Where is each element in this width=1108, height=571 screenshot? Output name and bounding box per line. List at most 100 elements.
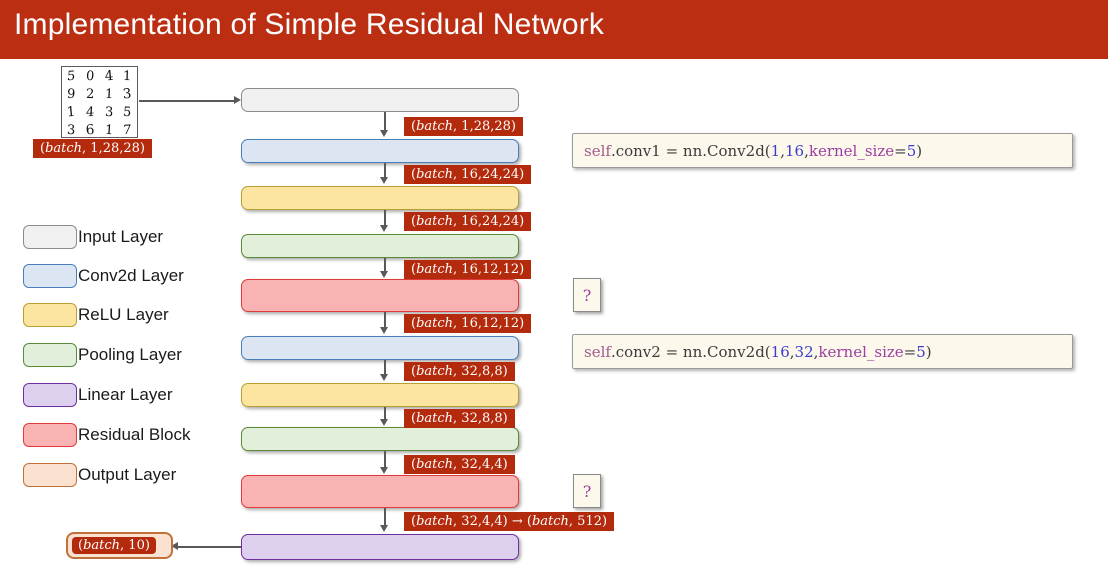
code-token-self: self	[584, 342, 611, 361]
flow-arrow-head	[380, 467, 388, 474]
flow-arrow-head	[380, 374, 388, 381]
shape-tag-text: (batch, 1,28,28)	[411, 119, 516, 134]
code-token-arg2: 32	[794, 342, 814, 361]
output-layer-pill[interactable]: (batch, 10)	[66, 532, 173, 559]
output-shape-text: (batch, 10)	[78, 538, 150, 553]
code-box-conv2[interactable]: self .conv2 = nn.Conv2d( 16 , 32 , kerne…	[572, 334, 1073, 369]
shape-tag-text: (batch, 32,8,8)	[411, 411, 508, 426]
flow-block-relu-1[interactable]	[241, 186, 519, 210]
code-token-close: )	[925, 342, 932, 361]
flow-block-residual-2[interactable]	[241, 475, 519, 508]
flow-block-residual-1[interactable]	[241, 279, 519, 312]
code-token-kwval: 5	[916, 342, 926, 361]
input-shape-tag: (batch, 1,28,28)	[33, 139, 152, 158]
shape-tag-3: (batch, 16,12,12)	[404, 260, 532, 279]
code-token-equals: =	[903, 342, 917, 361]
shape-tag-1: (batch, 16,24,24)	[404, 165, 532, 184]
output-shape-tag: (batch, 10)	[72, 537, 156, 554]
shape-tag-2: (batch, 16,24,24)	[404, 212, 532, 231]
code-token-arg2: 16	[784, 141, 805, 160]
legend-swatch-pooling-layer	[23, 343, 77, 367]
question-mark-label: ?	[582, 285, 592, 305]
code-token-self: self	[584, 141, 611, 160]
code-token-sep1: ,	[780, 141, 785, 160]
shape-tag-text: (batch, 32,4,4)	[411, 457, 508, 472]
output-connector-line	[177, 546, 241, 548]
code-token-sep1: ,	[789, 342, 795, 361]
code-token-sep2: ,	[813, 342, 819, 361]
question-box-residual-1[interactable]: ?	[573, 278, 601, 312]
legend-label-output-layer: Output Layer	[78, 465, 177, 484]
shape-tag-text: (batch, 16,12,12)	[411, 262, 525, 277]
code-token-assign: .conv1 = nn.Conv2d(	[610, 141, 771, 160]
input-connector-arrowhead	[234, 96, 241, 104]
code-box-conv1[interactable]: self .conv1 = nn.Conv2d( 1 , 16 , kernel…	[572, 133, 1073, 168]
flow-block-relu-2[interactable]	[241, 383, 519, 407]
legend-label-linear-layer: Linear Layer	[78, 385, 173, 404]
legend-swatch-input-layer	[23, 225, 77, 249]
shape-tag-5: (batch, 32,8,8)	[404, 362, 515, 381]
question-box-residual-2[interactable]: ?	[573, 474, 601, 508]
legend-label-pooling-layer: Pooling Layer	[78, 345, 182, 364]
shape-tag-text: (batch, 32,4,4) → (batch, 512)	[411, 514, 608, 529]
title-bar: Implementation of Simple Residual Networ…	[0, 0, 1108, 59]
legend-swatch-residual-block	[23, 423, 77, 447]
flow-arrow-head	[380, 271, 388, 278]
shape-tag-text: (batch, 16,24,24)	[411, 214, 525, 229]
code-token-arg1: 16	[770, 342, 790, 361]
page-title: Implementation of Simple Residual Networ…	[14, 8, 605, 41]
flow-block-linear[interactable]	[241, 534, 519, 560]
legend-swatch-linear-layer	[23, 383, 77, 407]
flow-arrow-line	[384, 312, 386, 328]
flow-arrow-head	[380, 225, 388, 232]
code-token-close: )	[916, 141, 923, 160]
shape-tag-6: (batch, 32,8,8)	[404, 409, 515, 428]
flow-block-conv2d-2[interactable]	[241, 336, 519, 360]
flow-block-pooling-2[interactable]	[241, 427, 519, 451]
flow-arrow-line	[384, 258, 386, 272]
flow-block-conv2d-1[interactable]	[241, 139, 519, 163]
flow-block-input-layer[interactable]	[241, 88, 519, 112]
code-token-kwval: 5	[906, 141, 917, 160]
question-mark-label: ?	[582, 481, 592, 501]
shape-tag-text: (batch, 16,12,12)	[411, 316, 525, 331]
flow-block-pooling-1[interactable]	[241, 234, 519, 258]
flow-arrow-line	[384, 407, 386, 420]
input-shape-text: (batch, 1,28,28)	[40, 141, 145, 156]
flow-arrow-line	[384, 163, 386, 178]
legend-label-relu-layer: ReLU Layer	[78, 305, 169, 324]
shape-tag-text: (batch, 32,8,8)	[411, 364, 508, 379]
flow-arrow-line	[384, 508, 386, 526]
legend-swatch-relu-layer	[23, 303, 77, 327]
shape-tag-8: (batch, 32,4,4) → (batch, 512)	[404, 512, 615, 531]
shape-tag-4: (batch, 16,12,12)	[404, 314, 532, 333]
flow-arrow-line	[384, 112, 386, 131]
code-token-equals: =	[894, 141, 907, 160]
shape-tag-7: (batch, 32,4,4)	[404, 455, 515, 474]
code-token-assign: .conv2 = nn.Conv2d(	[610, 342, 771, 361]
code-token-kwarg: kernel_size	[808, 141, 895, 160]
legend-label-input-layer: Input Layer	[78, 227, 164, 246]
legend-label-residual-block: Residual Block	[78, 425, 191, 444]
shape-tag-0: (batch, 1,28,28)	[404, 117, 523, 136]
legend-swatch-conv2d-layer	[23, 264, 77, 288]
flow-arrow-head	[380, 130, 388, 137]
flow-arrow-head	[380, 419, 388, 426]
output-connector-arrowhead	[171, 542, 178, 550]
shape-tag-text: (batch, 16,24,24)	[411, 167, 525, 182]
code-token-sep2: ,	[804, 141, 809, 160]
flow-arrow-head	[380, 327, 388, 334]
code-token-arg1: 1	[770, 141, 781, 160]
flow-arrow-head	[380, 177, 388, 184]
flow-arrow-line	[384, 451, 386, 468]
code-token-kwarg: kernel_size	[818, 342, 904, 361]
input-connector-line	[139, 100, 235, 102]
legend-label-conv2d-layer: Conv2d Layer	[78, 266, 184, 285]
flow-arrow-head	[380, 525, 388, 532]
flow-arrow-line	[384, 210, 386, 226]
